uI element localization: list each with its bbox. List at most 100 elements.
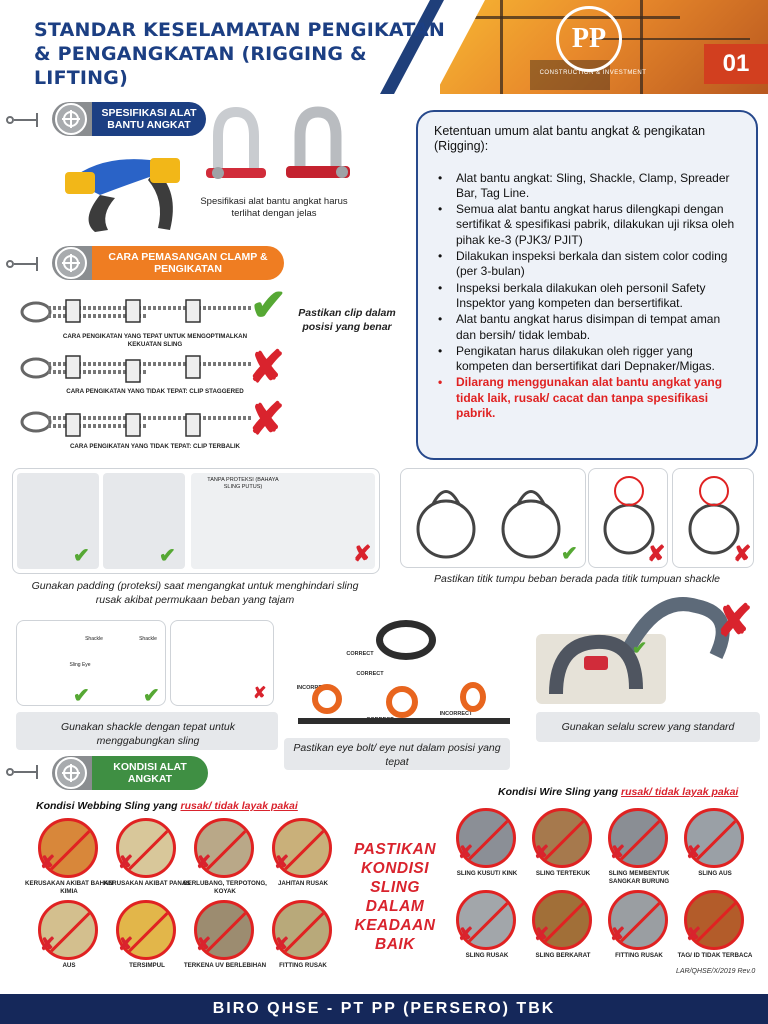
crosshair-icon: [55, 247, 87, 279]
wire-sling-photo: [684, 808, 744, 868]
clamp-row-reversed: [18, 404, 258, 442]
webbing-condition-label: FITTING RUSAK: [279, 962, 327, 969]
cross-icon: ✘: [458, 924, 474, 944]
section-label-clamp: CARA PEMASANGAN CLAMP & PENGIKATAN: [92, 246, 284, 280]
wire-sling-photo: [608, 890, 668, 950]
cross-icon: ✘: [686, 924, 702, 944]
section-label-spesifikasi: SPESIFIKASI ALAT BANTU ANGKAT: [92, 102, 206, 136]
header: STANDAR KESELAMATAN PENGIKATAN & PENGANG…: [0, 0, 768, 94]
cross-icon: ✘: [196, 852, 212, 872]
pp-logo: PP: [556, 6, 622, 72]
shackle-label: Shackle: [139, 636, 157, 642]
clamp-row-correct: [18, 294, 258, 332]
webbing-title: Kondisi Webbing Sling yang rusak/ tidak …: [36, 800, 298, 812]
crosshair-icon: [55, 757, 87, 789]
cross-icon: ✘: [248, 395, 285, 444]
clamp-note: Pastikan clip dalam posisi yang benar: [298, 307, 396, 333]
titik-tumpu-caption: Pastikan titik tumpu beban berada pada t…: [433, 573, 720, 585]
pastikan-kondisi-slogan: PASTIKAN KONDISI SLING DALAM KEADAAN BAI…: [353, 841, 437, 953]
wire-condition-label: FITTING RUSAK: [615, 952, 663, 959]
webbing-condition-label: JAHITAN RUSAK: [277, 880, 329, 887]
shackle-image-1: [198, 106, 274, 190]
wire-condition-label: SLING AUS: [698, 870, 732, 877]
sling-eye-label: Sling Eye: [69, 662, 91, 668]
wire-condition-label: SLING TERTEKUK: [535, 870, 591, 877]
webbing-sling-photo: [116, 900, 176, 960]
cross-icon: ✘: [610, 924, 626, 944]
title-line-2: & PENGANGKATAN (RIGGING & LIFTING): [34, 43, 367, 89]
cross-icon: ✘: [253, 685, 267, 702]
cross-icon: ✘: [274, 934, 290, 954]
cross-icon: ✘: [716, 597, 753, 646]
rule-warning: Dilarang menggunakan alat bantu angkat y…: [434, 375, 742, 421]
webbing-condition-label: BERLUBANG, TERPOTONG, KOYAK: [183, 880, 267, 895]
webbing-condition-label: KERUSAKAN AKIBAT PANAS: [103, 880, 191, 887]
shackle-wrong-panel: ✘: [170, 620, 274, 706]
wire-condition-label: SLING KUSUT/ KINK: [456, 870, 518, 877]
cross-icon: ✘: [196, 934, 212, 954]
screw-shackle-photo: ✘ ✔: [536, 594, 760, 710]
eyebolt-image: [376, 620, 436, 660]
clamp-row-caption: CARA PENGIKATAN YANG TIDAK TEPAT: CLIP T…: [69, 443, 241, 450]
rule-item: Alat bantu angkat: Sling, Shackle, Clamp…: [434, 171, 742, 202]
cross-icon: ✘: [118, 852, 134, 872]
wire-sling-photo: [608, 808, 668, 868]
check-icon: ✔: [73, 545, 90, 567]
wire-condition-label: SLING RUSAK: [465, 952, 509, 959]
webbing-condition-label: AUS: [62, 962, 76, 969]
cross-icon: ✘: [686, 842, 702, 862]
webbing-condition-label: KERUSAKAN AKIBAT BAHAN KIMIA: [25, 880, 113, 895]
rule-item: Inspeksi berkala dilakukan oleh personil…: [434, 281, 742, 312]
webbing-sling-image: [60, 150, 190, 236]
rules-list: Alat bantu angkat: Sling, Shackle, Clamp…: [434, 171, 742, 422]
cross-icon: ✘: [248, 343, 285, 392]
cross-icon: ✘: [40, 852, 56, 872]
clamp-row-caption: CARA PENGIKATAN YANG TEPAT UNTUK MENGOPT…: [62, 333, 248, 348]
wire-sling-photo: [456, 890, 516, 950]
cross-icon: ✘: [534, 924, 550, 944]
cross-icon: ✘: [534, 842, 550, 862]
wire-sling-photo: [532, 890, 592, 950]
clamp-row-staggered: [18, 350, 258, 388]
check-icon: ✔: [159, 545, 176, 567]
cross-icon: ✘: [610, 842, 626, 862]
wire-title: Kondisi Wire Sling yang rusak/ tidak lay…: [498, 786, 739, 798]
rule-item: Semua alat bantu angkat harus dilengkapi…: [434, 202, 742, 248]
wire-condition-label: SLING MEMBENTUK SANGKAR BURUNG: [608, 870, 670, 885]
webbing-condition-label: TERKENA UV BERLEBIHAN: [183, 962, 267, 969]
section-label-kondisi: KONDISI ALAT ANGKAT: [92, 756, 208, 790]
logo-text: PP: [571, 23, 607, 54]
wire-sling-photo: [532, 808, 592, 868]
shackle-caption: Gunakan shackle dengan tepat untuk mengg…: [61, 721, 235, 747]
cross-icon: ✘: [40, 934, 56, 954]
eyebolt-caption: Pastikan eye bolt/ eye nut dalam posisi …: [293, 742, 501, 768]
webbing-sling-photo: [38, 900, 98, 960]
logo-subtitle: CONSTRUCTION & INVESTMENT: [539, 70, 647, 76]
cross-icon: ✘: [118, 934, 134, 954]
shackle-label: Shackle: [85, 636, 103, 642]
tanpa-proteksi-label: TANPA PROTEKSI (BAHAYA SLING PUTUS): [207, 477, 279, 490]
check-icon: ✔: [73, 685, 90, 707]
clamp-row-caption: CARA PENGIKATAN YANG TIDAK TEPAT: CLIP S…: [66, 388, 244, 395]
rigging-rules-box: Ketentuan umum alat bantu angkat & pengi…: [416, 110, 758, 460]
shackle-wrong-1-panel: ✘: [588, 468, 668, 568]
infobox-heading: Ketentuan umum alat bantu angkat & pengi…: [434, 124, 706, 154]
document-reference: LAR/QHSE/X/2019 Rev.0: [676, 968, 756, 975]
footer-banner: BIRO QHSE - PT PP (PERSERO) TBK: [0, 994, 768, 1024]
section-connector-dot: [6, 116, 14, 124]
webbing-sling-photo: [272, 818, 332, 878]
eyebolt-orange-3: [460, 682, 486, 712]
cross-icon: ✘: [458, 842, 474, 862]
webbing-sling-photo: [194, 818, 254, 878]
eyebolt-orange-1: [312, 684, 342, 714]
shackle-combine-panel: Shackle Shackle Sling Eye ✔ ✔: [16, 620, 166, 707]
rule-item: Pengikatan harus dilakukan oleh rigger y…: [434, 344, 742, 375]
rule-item: Dilakukan inspeksi berkala dan sistem co…: [434, 249, 742, 280]
check-icon: ✔: [632, 638, 648, 658]
webbing-condition-label: TERSIMPUL: [129, 962, 165, 969]
cross-icon: ✘: [274, 852, 290, 872]
wire-condition-label: SLING BERKARAT: [535, 952, 591, 959]
shackle-image-2: [280, 106, 356, 190]
padding-caption: Gunakan padding (proteksi) saat mengangk…: [31, 580, 359, 606]
